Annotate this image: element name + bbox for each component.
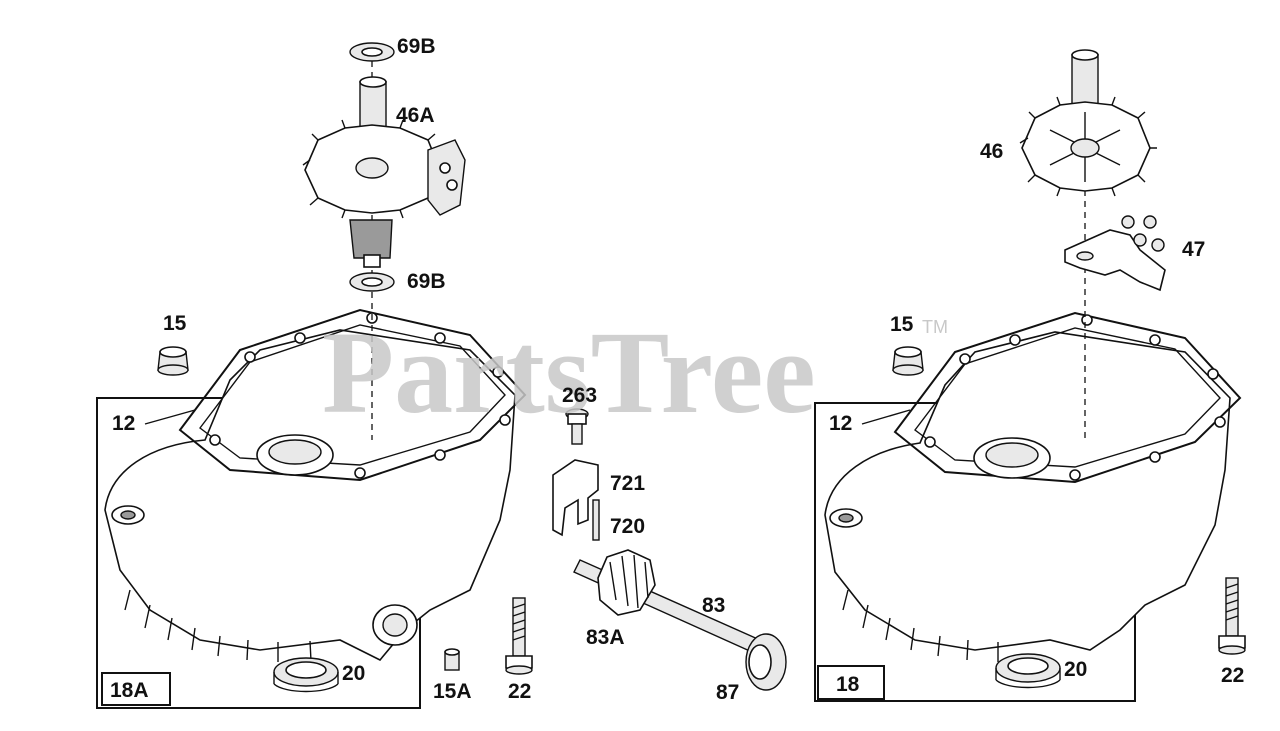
callout-12-right: 12: [829, 412, 852, 435]
pin-720: [592, 499, 600, 541]
box-label-18a: 18A: [110, 679, 149, 702]
governor-47: [1064, 215, 1166, 292]
camshaft-46a: [302, 76, 447, 268]
callout-15-right: 15: [890, 313, 914, 336]
callout-22-right: 22: [1221, 664, 1244, 687]
callout-15-left: 15: [163, 312, 187, 335]
callout-721: 721: [610, 472, 645, 495]
box-label-18: 18: [836, 673, 860, 696]
cam-gear-46: [1019, 49, 1157, 197]
callout-47: 47: [1182, 238, 1205, 261]
clip-721: [552, 459, 599, 537]
callout-22-left: 22: [508, 680, 531, 703]
callout-46a: 46A: [396, 104, 435, 127]
callout-69b-top: 69B: [397, 35, 436, 58]
seal-87: [745, 633, 787, 691]
leader-12-left: [144, 409, 196, 425]
bolt-22-right: [1218, 577, 1246, 655]
oil-seal-20-left: [273, 657, 339, 693]
leader-12-right: [861, 409, 911, 425]
bolt-22-left: [505, 597, 533, 675]
box-label-frame-18: [817, 665, 885, 700]
callout-83: 83: [702, 594, 725, 617]
gasket-12-right: [893, 311, 1242, 484]
left-assembly: [96, 42, 787, 709]
cooling-fins-right: [842, 589, 999, 662]
gasket-holes-left: [209, 312, 511, 479]
gasket-12-left: [178, 308, 527, 482]
callout-12-left: 12: [112, 412, 135, 435]
box-label-frame-18a: [101, 672, 171, 706]
plug-15a: [444, 648, 460, 671]
cooling-fins-left: [124, 589, 312, 662]
right-assembly: [814, 49, 1246, 702]
callout-83a: 83A: [586, 626, 625, 649]
callout-263: 263: [562, 384, 597, 407]
crankcase-body-left: [104, 329, 516, 661]
callout-46: 46: [980, 140, 1003, 163]
bolt-263: [565, 408, 589, 445]
callout-720: 720: [610, 515, 645, 538]
crankcase-body-right: [824, 331, 1231, 651]
callout-15a: 15A: [433, 680, 472, 703]
callout-20-right: 20: [1064, 658, 1087, 681]
governor-assembly-left: [427, 139, 466, 216]
callout-20-left: 20: [342, 662, 365, 685]
watermark: PartsTree: [322, 307, 816, 438]
plug-15-left: [157, 346, 189, 376]
callout-87: 87: [716, 681, 739, 704]
watermark-trademark: TM: [922, 317, 948, 337]
callout-69b-mid: 69B: [407, 270, 446, 293]
plug-15-right: [892, 346, 924, 376]
oil-seal-20-right: [995, 653, 1061, 689]
